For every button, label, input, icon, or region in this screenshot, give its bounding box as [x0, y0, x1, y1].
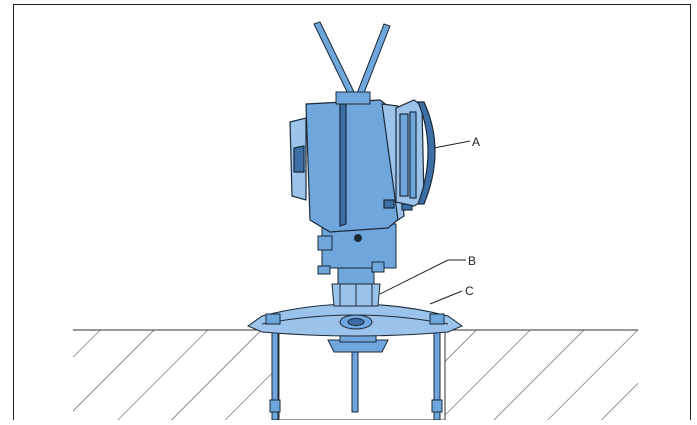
callout-label-c: C — [465, 284, 474, 298]
device-housing — [289, 99, 413, 233]
ground-hatching — [73, 330, 638, 420]
top-horns — [313, 21, 391, 105]
adapter-nut — [331, 265, 381, 307]
callout-leaders — [379, 140, 471, 305]
display-cover — [395, 99, 436, 207]
mounting-flange — [246, 303, 464, 337]
callout-leader-b — [379, 259, 449, 295]
callout-leader-a — [433, 140, 471, 149]
probe-fitting — [327, 333, 389, 353]
callout-label-b: B — [468, 254, 476, 268]
callout-label-a: A — [472, 135, 480, 149]
probe-rod — [351, 349, 359, 413]
callout-leader-c — [429, 290, 463, 305]
